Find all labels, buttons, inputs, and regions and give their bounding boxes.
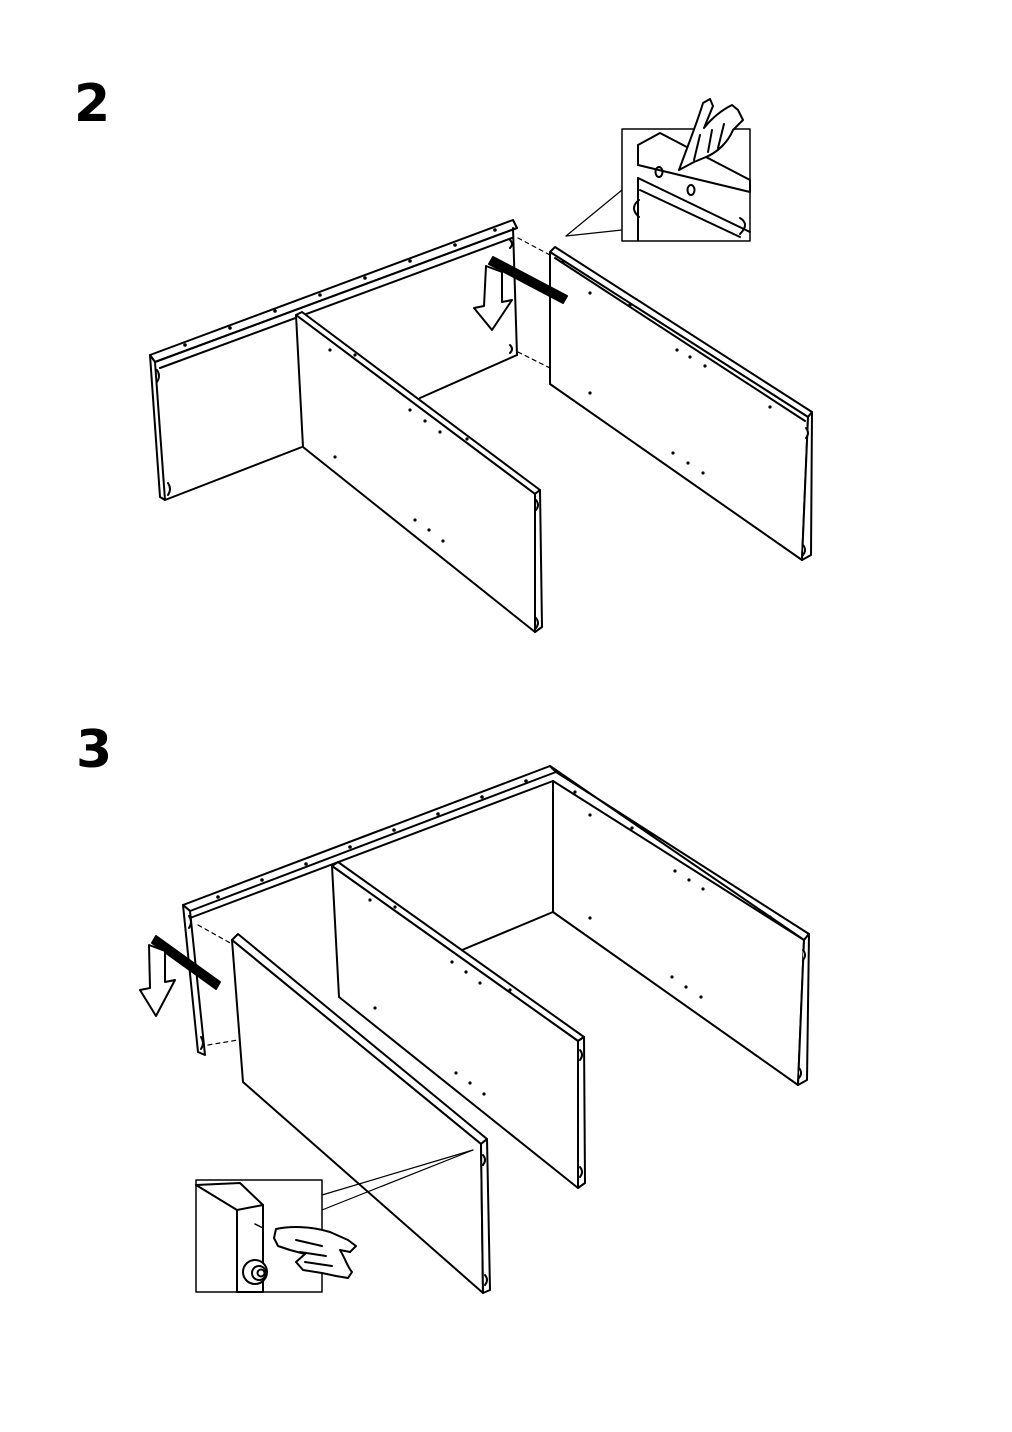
detail-callout-dowel bbox=[195, 1149, 474, 1293]
insert-arrow bbox=[473, 256, 568, 331]
hand-pointing-top-edge-icon bbox=[678, 98, 744, 171]
hand-pressing-dowel-icon bbox=[273, 1226, 357, 1279]
middle-divider-panel bbox=[295, 311, 543, 633]
detail-callout-top-edge bbox=[565, 98, 751, 242]
right-side-panel bbox=[549, 246, 813, 561]
back-panel bbox=[149, 219, 518, 501]
attached-right-panel bbox=[461, 765, 810, 1086]
insert-arrow-step3 bbox=[139, 935, 221, 1017]
rail-holes-step3 bbox=[216, 779, 528, 899]
step-2-drawing bbox=[149, 98, 813, 633]
middle-divider-panel-step3 bbox=[331, 861, 586, 1189]
step-2-number: 2 bbox=[74, 74, 111, 134]
step-3-drawing bbox=[139, 765, 810, 1294]
alignment-guides-step3 bbox=[197, 924, 239, 1046]
left-panel-being-inserted bbox=[231, 933, 491, 1294]
step-3-number: 3 bbox=[76, 720, 113, 780]
dowel-icon bbox=[242, 1259, 268, 1285]
alignment-guides bbox=[517, 237, 551, 369]
rail-holes bbox=[183, 228, 497, 347]
